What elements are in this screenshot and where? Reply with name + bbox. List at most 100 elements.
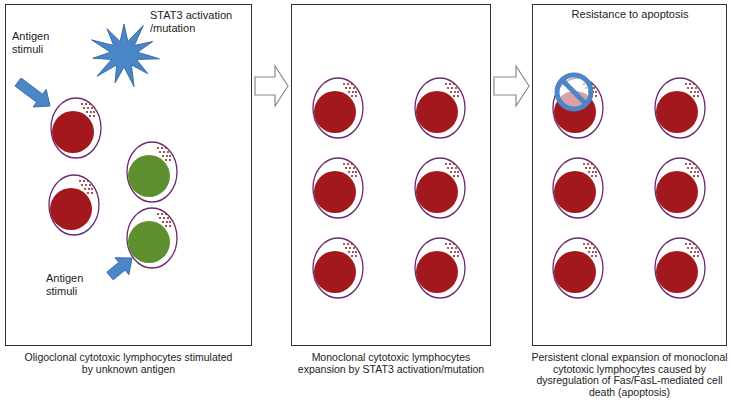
cell-nucleus [416,91,458,133]
panel-caption: Oligoclonal cytotoxic lymphocytes stimul… [21,352,236,375]
cell-membrane [553,158,603,218]
granule [163,217,165,219]
cell-nucleus [314,251,356,293]
granule [695,247,697,249]
granule [457,171,459,173]
granule [685,163,687,165]
granule [697,95,699,97]
cell-membrane [415,238,465,298]
panel-box: Persistent clonal expansion of monoclona… [532,4,727,346]
granule [159,151,161,153]
granule [349,167,351,169]
granule [349,247,351,249]
lymphocyte-cell [655,158,705,218]
granule [355,251,357,253]
granule [165,225,167,227]
granule [583,243,585,245]
cell-membrane [51,98,101,158]
panel-caption: Persistent clonal expansion of monoclona… [530,352,730,398]
granule [685,243,687,245]
granule [457,251,459,253]
granule [157,147,159,149]
cell-nucleus [52,111,94,153]
lymphocyte-cell [415,238,465,298]
cell-nucleus [128,221,170,263]
granule [685,83,687,85]
lymphocyte-cell [127,208,177,268]
granule [457,175,459,177]
granule [689,163,691,165]
granule [694,171,696,173]
granule [454,251,456,253]
granule [345,87,347,89]
granule [351,163,353,165]
granule [453,83,455,85]
panel-box: Monoclonal cytotoxic lymphocytes expansi… [291,4,491,346]
granule [167,217,169,219]
granule [352,251,354,253]
granule [89,184,91,186]
lymphocyte-cell [553,238,603,298]
granule [593,167,595,169]
granule [697,91,699,93]
prohibition-sign [557,75,591,109]
granule [697,251,699,253]
granule [87,192,89,194]
granule [457,255,459,257]
granule [343,163,345,165]
granule [455,87,457,89]
granule [161,147,163,149]
granule [345,167,347,169]
granule [694,91,696,93]
lymphocyte-cell [313,238,363,298]
granule [445,243,447,245]
granule [591,243,593,245]
granule [585,167,587,169]
granule [583,163,585,165]
lymphocyte-cell [313,78,363,138]
cell-membrane [49,175,99,235]
granule [595,91,597,93]
granule [89,103,91,105]
granule [585,247,587,249]
granule [695,87,697,89]
granule [687,87,689,89]
granule [162,155,164,157]
cell-membrane [127,142,177,202]
granule [351,255,353,257]
granule [589,167,591,169]
granule [457,95,459,97]
granule [592,171,594,173]
granule [693,255,695,257]
granule [347,243,349,245]
granule [91,188,93,190]
granule [450,91,452,93]
granule [161,213,163,215]
lymphocyte-cell [415,78,465,138]
granule [693,243,695,245]
granule [595,95,597,97]
panel-caption: Monoclonal cytotoxic lymphocytes expansi… [296,352,486,375]
cell-nucleus [128,155,170,197]
annotation-label: Antigen stimuli [12,30,70,55]
granule [450,251,452,253]
granule [453,163,455,165]
granule [691,167,693,169]
granule [697,175,699,177]
granule [93,111,95,113]
cell-nucleus [656,251,698,293]
granule [83,180,85,182]
granule [595,251,597,253]
cell-membrane [127,208,177,268]
lymphocyte-cell [49,175,99,235]
granule [351,175,353,177]
granule [166,221,168,223]
granule [445,83,447,85]
granule [697,255,699,257]
granule [691,87,693,89]
granule [165,159,167,161]
cell-membrane [313,78,363,138]
granule [353,87,355,89]
